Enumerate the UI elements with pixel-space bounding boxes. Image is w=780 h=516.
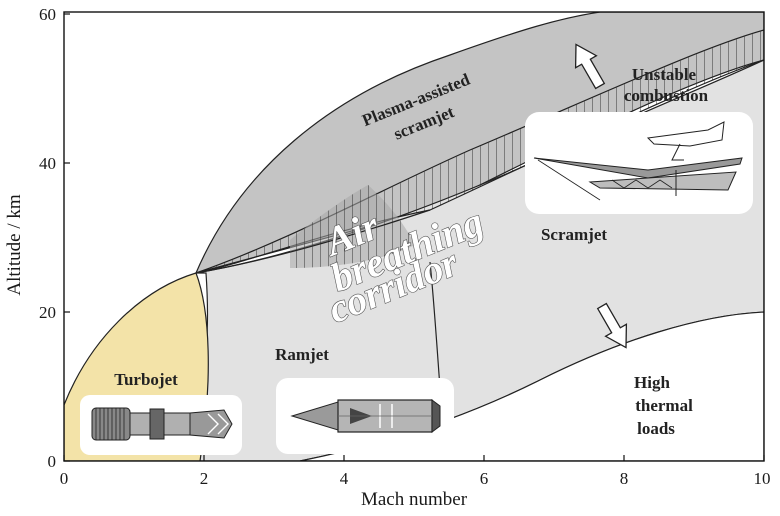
y-tick-label: 40 xyxy=(39,154,56,173)
x-ticks xyxy=(63,455,765,461)
scramjet-label: Scramjet xyxy=(541,225,607,244)
y-tick-label: 0 xyxy=(48,452,57,471)
y-axis-title: Altitude / km xyxy=(4,194,25,296)
up-arrow-icon xyxy=(574,43,606,90)
unstable-label-2: combustion xyxy=(624,86,709,105)
x-tick-label: 2 xyxy=(200,469,209,488)
scramjet-upper-divider xyxy=(195,209,431,274)
high-label: High xyxy=(634,373,670,392)
plot-frame xyxy=(63,11,765,462)
x-tick-label: 6 xyxy=(480,469,489,488)
x-tick-label: 8 xyxy=(620,469,629,488)
loads-label: loads xyxy=(637,419,675,438)
y-ticks xyxy=(64,13,70,462)
ramjet-label: Ramjet xyxy=(275,345,329,364)
unstable-label-1: Unstable xyxy=(632,65,697,84)
x-tick-label: 10 xyxy=(754,469,771,488)
y-tick-label: 60 xyxy=(39,5,56,24)
ramjet-engine-icon xyxy=(276,378,454,454)
overlap-hatch xyxy=(290,185,415,268)
y-tick-label: 20 xyxy=(39,303,56,322)
x-tick-label: 0 xyxy=(60,469,69,488)
down-arrow-icon xyxy=(596,302,628,349)
x-axis-title: Mach number xyxy=(361,489,468,510)
turbojet-label: Turbojet xyxy=(114,370,178,389)
scramjet-vehicle-icon xyxy=(525,112,753,214)
turbojet-engine-icon xyxy=(80,395,242,455)
thermal-label: thermal xyxy=(635,396,693,415)
x-tick-label: 4 xyxy=(340,469,349,488)
